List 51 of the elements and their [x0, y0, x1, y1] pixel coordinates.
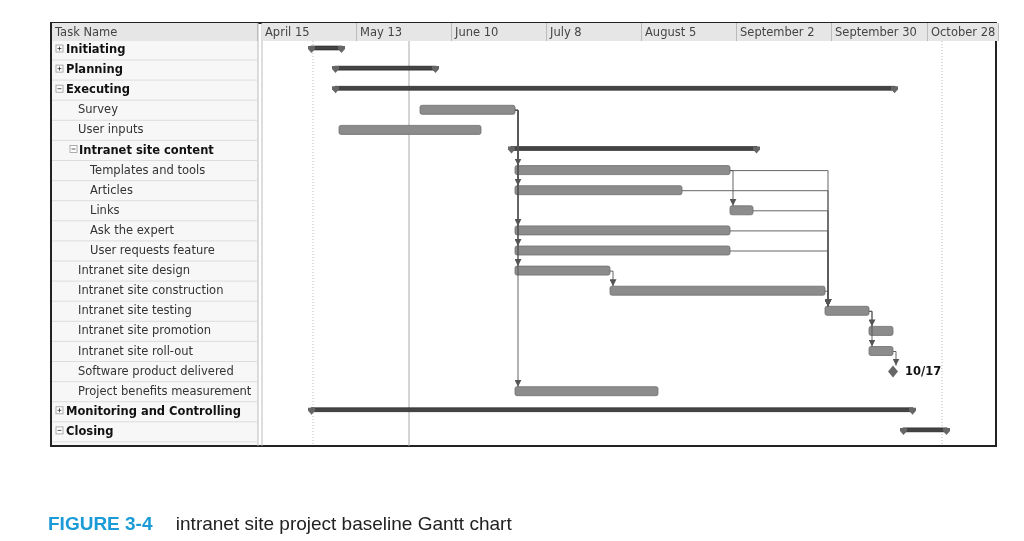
- task-bar: [419, 104, 516, 115]
- task-name: Articles: [90, 182, 133, 197]
- task-bar: [514, 386, 659, 397]
- task-bar: [514, 225, 731, 236]
- task-bar: [729, 205, 754, 216]
- task-name: Initiating: [66, 42, 126, 56]
- summary-bar: [508, 146, 760, 154]
- task-name: Intranet site construction: [78, 283, 224, 298]
- task-name: Monitoring and Controlling: [66, 403, 241, 418]
- task-bar: [338, 125, 482, 135]
- task-bar: [868, 346, 894, 356]
- summary-bar: [308, 45, 345, 53]
- task-bar: [824, 305, 870, 316]
- figure-caption: FIGURE 3-4 intranet site project baseline Gantt chart: [48, 513, 512, 535]
- task-name: Intranet site content: [79, 142, 214, 157]
- task-name: Intranet site promotion: [78, 323, 211, 338]
- task-name: Intranet site testing: [78, 303, 192, 318]
- task-bar: [514, 245, 731, 256]
- task-name: Intranet site roll-out: [78, 343, 194, 358]
- summary-bar: [308, 407, 916, 415]
- task-name: Executing: [66, 82, 130, 97]
- task-bar: [514, 165, 731, 175]
- task-name: Ask the expert: [90, 222, 174, 237]
- date-header: September 2: [737, 23, 832, 41]
- task-name: User inputs: [78, 122, 144, 137]
- date-header: June 10: [452, 23, 547, 41]
- task-name: Links: [90, 202, 120, 217]
- task-name: User requests feature: [90, 243, 215, 257]
- milestone-date: 10/17: [905, 363, 942, 378]
- task-name: Project benefits measurement: [78, 383, 252, 398]
- task-name: Software product delivered: [78, 363, 234, 378]
- task-name: Planning: [66, 62, 123, 77]
- date-header: August 5: [642, 23, 737, 41]
- task-name: Survey: [78, 102, 118, 117]
- column-header: Task Name: [52, 23, 258, 41]
- task-bar: [609, 285, 826, 296]
- date-header: October 28: [928, 23, 999, 41]
- task-name: Intranet site design: [78, 263, 191, 278]
- milestone-diamond: [888, 365, 898, 378]
- summary-bar: [332, 65, 439, 74]
- summary-bar: [332, 85, 898, 94]
- summary-bar: [900, 427, 950, 435]
- task-bar: [514, 265, 611, 276]
- task-bar: [868, 326, 894, 336]
- task-name: Templates and tools: [90, 162, 206, 177]
- date-header: May 13: [357, 23, 452, 41]
- date-header: September 30: [832, 23, 928, 41]
- task-bar: [514, 185, 683, 196]
- task-name: Closing: [66, 423, 114, 438]
- date-header: July 8: [547, 23, 642, 41]
- date-header: April 15: [262, 23, 357, 41]
